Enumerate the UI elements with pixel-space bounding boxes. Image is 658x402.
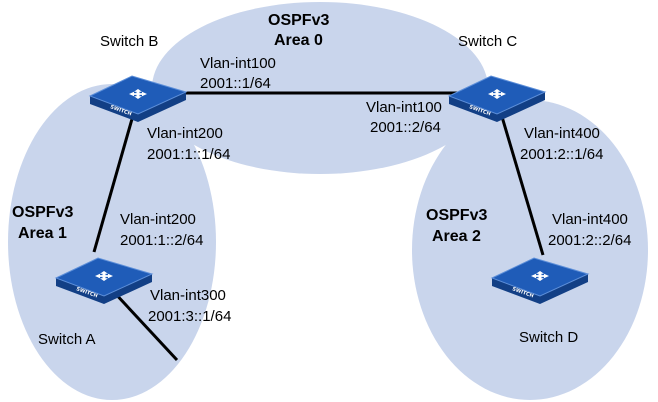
switch-d[interactable]: SWITCH [490,257,590,304]
switch-a-vlan200-addr: 2001:1::2/64 [120,232,203,249]
area-1-label-line2: Area 1 [18,225,67,242]
switch-a-vlan300-addr: 2001:3::1/64 [148,308,231,325]
area-1-label-line1: OSPFv3 [12,204,73,221]
switch-b-name: Switch B [100,33,158,50]
switch-a-name: Switch A [38,331,96,348]
switch-d-vlan400-name: Vlan-int400 [552,211,628,228]
switch-a-vlan300-name: Vlan-int300 [150,287,226,304]
switch-a-vlan200-name: Vlan-int200 [120,211,196,228]
switch-d-name: Switch D [519,329,578,346]
switch-b-vlan100-name: Vlan-int100 [200,55,276,72]
switch-c-name: Switch C [458,33,517,50]
switch-b[interactable]: SWITCH [88,75,188,122]
switch-c-vlan100-addr: 2001::2/64 [370,119,441,136]
area-1-region [8,84,216,400]
link-b-a [92,111,136,253]
area-0-label-line2: Area 0 [274,32,323,49]
switch-c-vlan400-name: Vlan-int400 [524,125,600,142]
switch-c[interactable]: SWITCH [447,75,547,122]
area-2-label-line2: Area 2 [432,228,481,245]
link-a-external [110,288,179,362]
area-2-region [412,100,648,400]
switch-d-vlan400-addr: 2001:2::2/64 [548,232,631,249]
area-0-region [152,2,488,174]
switch-c-vlan100-name: Vlan-int100 [366,99,442,116]
switch-b-vlan100-addr: 2001::1/64 [200,75,271,92]
link-c-d [498,109,545,256]
switch-b-vlan200-name: Vlan-int200 [147,125,223,142]
area-2-label-line1: OSPFv3 [426,207,487,224]
switch-c-vlan400-addr: 2001:2::1/64 [520,146,603,163]
area-0-label-line1: OSPFv3 [268,12,329,29]
switch-b-vlan200-addr: 2001:1::1/64 [147,146,230,163]
